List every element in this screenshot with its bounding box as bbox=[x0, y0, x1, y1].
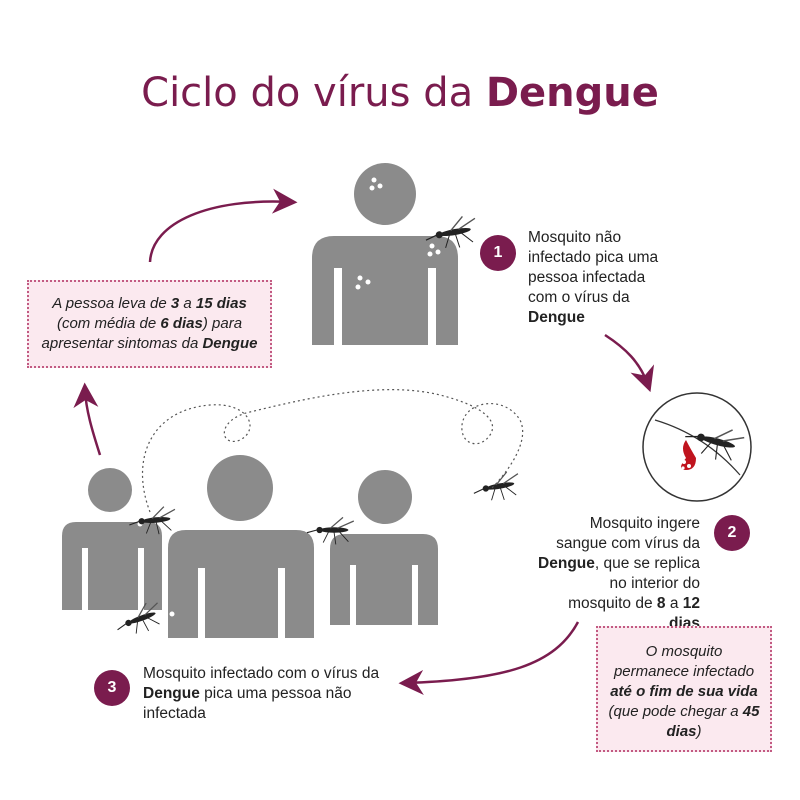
infected-for-life-note: O mosquito permanece infectado até o fim… bbox=[596, 626, 772, 752]
step-1-badge: 1 bbox=[480, 235, 516, 271]
mosquito-icon bbox=[306, 516, 355, 546]
title-emphasis: Dengue bbox=[485, 70, 659, 116]
mosquito-icon bbox=[470, 469, 523, 506]
arrow-to-step1 bbox=[148, 188, 298, 263]
arrow-to-step2 bbox=[604, 333, 655, 393]
step-3-badge: 3 bbox=[94, 670, 130, 706]
arrow-to-step3 bbox=[398, 621, 580, 695]
virus-dots bbox=[355, 177, 441, 290]
title-prefix: Ciclo do vírus da bbox=[141, 70, 486, 116]
arrow-to-incubation-note bbox=[73, 382, 102, 456]
uninfected-people bbox=[62, 455, 438, 638]
step-2-badge: 2 bbox=[714, 515, 750, 551]
incubation-note: A pessoa leva de 3 a 15 dias (com média … bbox=[27, 280, 272, 368]
step-2-text: Mosquito ingere sangue com vírus da Deng… bbox=[538, 515, 700, 632]
step-1-text: Mosquito não infectado pica uma pessoa i… bbox=[528, 229, 659, 326]
magnified-mosquito bbox=[642, 392, 752, 502]
page-title: Ciclo do vírus da Dengue bbox=[0, 70, 800, 116]
step-3-text: Mosquito infectado com o vírus da Dengue… bbox=[143, 665, 380, 722]
mosquito-flight-path bbox=[142, 389, 524, 513]
infected-person-figure bbox=[312, 163, 458, 348]
